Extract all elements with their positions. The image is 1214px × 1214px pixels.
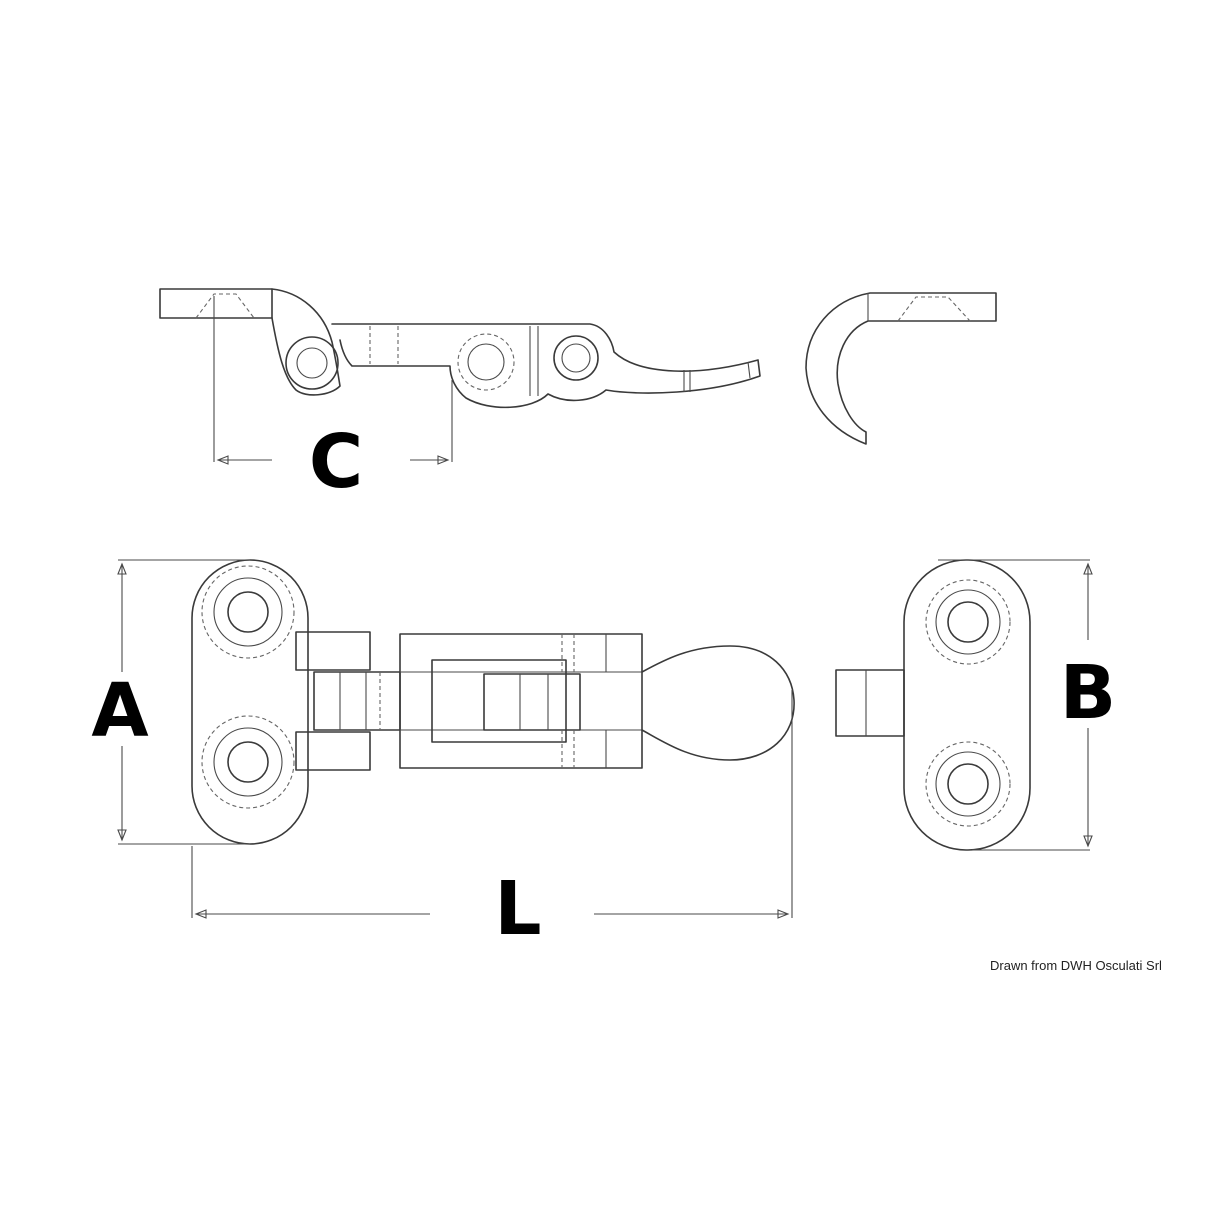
catch-side-view <box>805 292 997 445</box>
catch-top-view <box>835 559 1031 851</box>
dimension-a-label: A <box>91 668 148 754</box>
latch-side-view <box>159 288 761 409</box>
drawing-credit: Drawn from DWH Osculati Srl <box>990 958 1162 973</box>
dimension-a: A <box>91 559 250 845</box>
dimension-c-label: C <box>309 419 363 505</box>
dimension-b: B <box>938 559 1116 851</box>
latch-top-view <box>191 559 795 845</box>
dimension-l: L <box>191 690 793 952</box>
dimension-l-label: L <box>494 866 541 952</box>
dimension-b-label: B <box>1060 650 1116 736</box>
dimension-c: C <box>213 296 453 505</box>
